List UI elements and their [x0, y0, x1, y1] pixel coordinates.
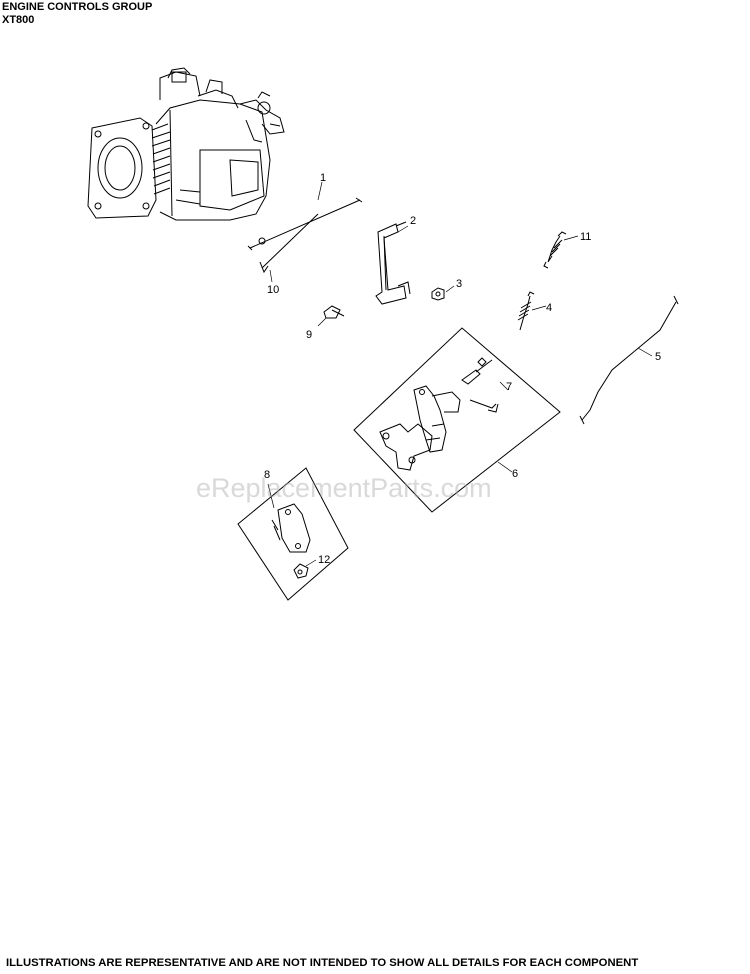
- callout-5: 5: [655, 351, 661, 363]
- footer-disclaimer: ILLUSTRATIONS ARE REPRESENTATIVE AND ARE…: [6, 957, 639, 969]
- diagram-title: ENGINE CONTROLS GROUP: [2, 1, 153, 13]
- watermark: eReplacementParts.com: [196, 473, 492, 503]
- part-4-spring: [517, 291, 547, 331]
- callout-9: 9: [306, 329, 312, 341]
- callout-3: 3: [456, 278, 462, 290]
- part-10-spring-link: [259, 213, 319, 283]
- callout-6: 6: [512, 468, 518, 480]
- callout-4: 4: [546, 302, 552, 314]
- part-3-nut: [431, 285, 455, 301]
- part-6-control-assembly: [353, 327, 561, 513]
- part-11-spring: [543, 231, 579, 269]
- part-9-screw: [317, 305, 345, 327]
- model-number: XT800: [2, 14, 35, 26]
- engine-block-illustration: [87, 67, 285, 221]
- callout-1: 1: [320, 172, 326, 184]
- part-12-clip: [293, 559, 317, 579]
- part-8-plate-assembly: [237, 467, 349, 601]
- callout-7: 7: [506, 381, 512, 393]
- callout-11: 11: [580, 231, 591, 243]
- callout-2: 2: [410, 215, 416, 227]
- part-1-governor-link: [247, 181, 363, 251]
- part-5-throttle-rod: [579, 295, 679, 425]
- callout-8: 8: [264, 469, 270, 481]
- callout-12: 12: [318, 554, 330, 566]
- callout-10: 10: [267, 284, 279, 296]
- part-2-lever-bracket: [375, 221, 411, 305]
